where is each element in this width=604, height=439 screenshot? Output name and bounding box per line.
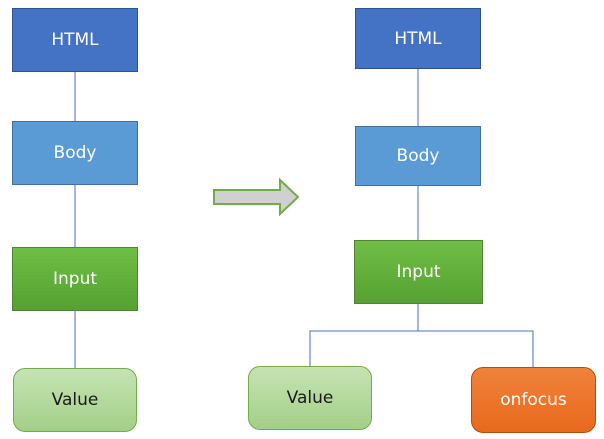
connector-branch-right (309, 330, 534, 367)
html-node-right: HTML (355, 8, 481, 69)
html-node-left-label: HTML (51, 30, 99, 50)
input-node-left-label: Input (52, 269, 98, 289)
html-node-right-label: HTML (394, 28, 442, 49)
input-node-right-label: Input (396, 262, 441, 282)
input-node-left: Input (12, 247, 138, 311)
onfocus-node-right-label: onfocus (500, 390, 567, 410)
body-node-left-label: Body (53, 143, 97, 163)
html-node-left: HTML (12, 8, 138, 72)
body-node-right-label: Body (396, 146, 440, 166)
input-node-right: Input (354, 240, 483, 304)
body-node-left: Body (12, 121, 138, 185)
transition-arrow-icon (213, 177, 300, 217)
value-node-left: Value (13, 368, 137, 432)
value-node-left-label: Value (51, 390, 99, 410)
body-node-right: Body (355, 126, 481, 186)
value-node-right-label: Value (286, 388, 334, 408)
value-node-right: Value (248, 366, 372, 430)
onfocus-node-right: onfocus (471, 367, 596, 433)
